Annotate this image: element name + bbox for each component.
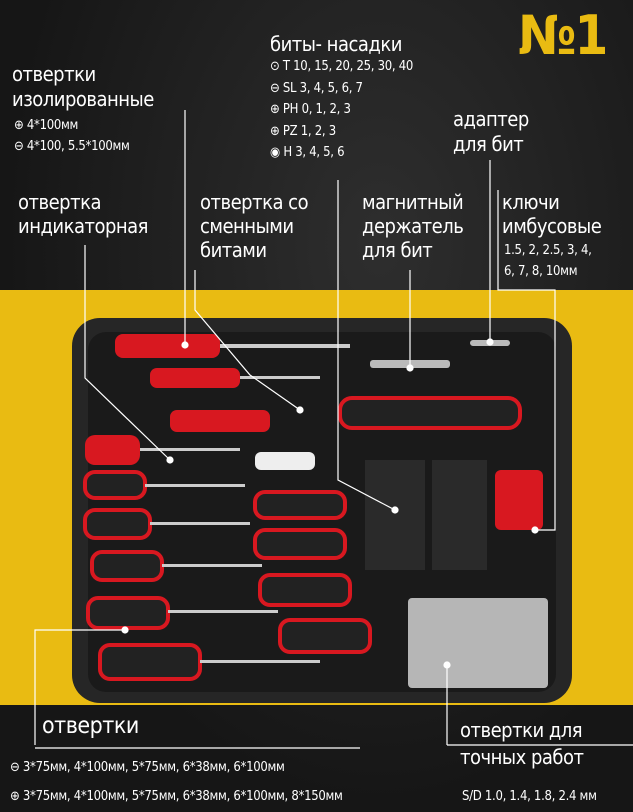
precision-title-2: точных работ [460, 745, 584, 769]
bits-item: ⊙ T 10, 15, 20, 25, 30, 40 [270, 59, 413, 74]
magnetic-title-3: для бит [362, 238, 433, 262]
insulated-title-2: изолированные [12, 87, 154, 111]
bits-item: ⊕ PZ 1, 2, 3 [270, 123, 336, 139]
hex-spec: 6, 7, 8, 10мм [504, 264, 578, 279]
screwdrivers-spec: ⊕ 3*75мм, 4*100мм, 5*75мм, 6*38мм, 6*100… [10, 789, 343, 804]
hex-key-holder [495, 470, 543, 530]
insulated-spec: ⊖ 4*100, 5.5*100мм [14, 139, 130, 154]
leader-lines [34, 110, 633, 749]
changeable-title-3: битами [200, 238, 267, 262]
bit-screwdriver [338, 396, 522, 430]
bits-list: ⊙ T 10, 15, 20, 25, 30, 40 ⊖ SL 3, 4, 5,… [270, 56, 413, 164]
magnetic-title-1: магнитный [362, 190, 464, 214]
screwdrivers-group [83, 334, 372, 681]
magnetic-title-2: держатель [362, 214, 464, 238]
hex-title-2: имбусовые [502, 214, 602, 238]
bits-title: биты- насадки [270, 32, 402, 56]
changeable-title-1: отвертка со [200, 190, 309, 214]
screwdrivers-spec: ⊖ 3*75мм, 4*100мм, 5*75мм, 6*38мм, 6*100… [10, 760, 285, 775]
precision-title-1: отвертки для [460, 718, 583, 742]
precision-spec: S/D 1.0, 1.4, 1.8, 2.4 мм [462, 789, 597, 804]
precision-set [408, 598, 548, 688]
indicator-title-2: индикаторная [18, 214, 149, 238]
changeable-title-2: сменными [200, 214, 294, 238]
adapter-title-1: адаптер [453, 107, 529, 131]
bits-item: ⊖ SL 3, 4, 5, 6, 7 [270, 80, 363, 96]
badge-number-one: №1 [518, 4, 608, 67]
adapter-title-2: для бит [453, 132, 524, 156]
bit-set-right [432, 460, 487, 570]
insulated-spec: ⊕ 4*100мм [14, 118, 79, 133]
hex-title-1: ключи [502, 190, 560, 214]
insulated-title-1: отвертки [12, 62, 96, 86]
hex-spec: 1.5, 2, 2.5, 3, 4, [504, 243, 592, 258]
bits-item: ⊕ PH 0, 1, 2, 3 [270, 102, 351, 117]
bit-set-left [365, 460, 425, 570]
screwdrivers-title: отвертки [42, 713, 139, 739]
indicator-title-1: отвертка [18, 190, 101, 214]
bits-item: ◉ H 3, 4, 5, 6 [270, 145, 345, 160]
